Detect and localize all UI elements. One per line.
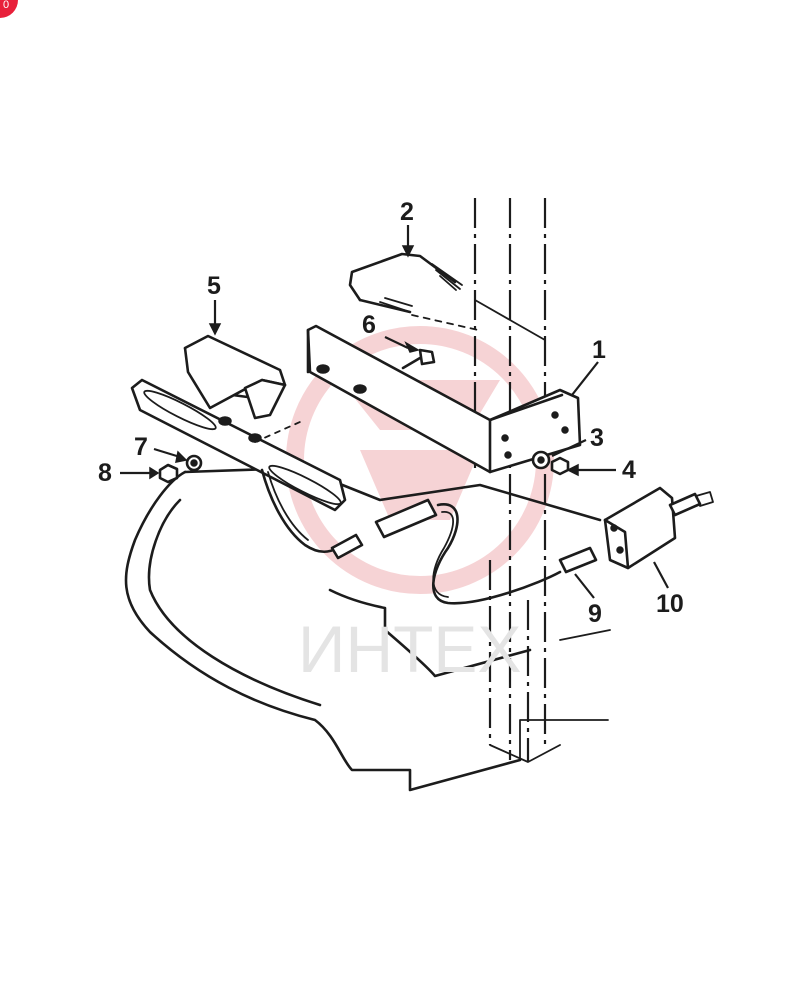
post-base (489, 744, 561, 763)
arrowhead-7 (175, 450, 188, 463)
callout-1: 1 (592, 336, 606, 364)
callout-labels: 1 2 3 4 5 6 7 8 9 10 (98, 198, 684, 628)
u-bolt-thread-lower (379, 297, 413, 313)
callout-leaders (120, 225, 669, 599)
body-side-line (559, 629, 611, 641)
bracket-hole-1 (501, 434, 509, 442)
post-top-edge (474, 299, 546, 341)
u-bolt-upper-leg (348, 252, 457, 302)
receptacle-face-edge (603, 518, 630, 570)
hex-nut (550, 456, 570, 476)
nut-8-body (158, 463, 179, 484)
bracket-hole-4 (561, 426, 569, 434)
bracket-slot-left (143, 389, 217, 431)
arrowhead-5 (208, 323, 222, 336)
receptacle-thread (695, 491, 714, 507)
wiring-harness (260, 468, 598, 605)
lockwasher (531, 450, 551, 470)
bracket-slot-1 (316, 364, 330, 374)
callout-4: 4 (622, 456, 636, 484)
callout-2: 2 (400, 198, 414, 226)
washer-7 (185, 454, 203, 472)
light-housing (130, 334, 347, 512)
fender-step (328, 588, 532, 678)
bracket-top-flange (488, 393, 564, 422)
bracket-slot-right (268, 464, 342, 506)
lockwasher-hole (537, 456, 545, 464)
arrowhead-8 (149, 466, 160, 480)
u-bolt-thread-upper (431, 263, 463, 291)
badge-circle (0, 0, 18, 18)
receptacle-pin-2 (616, 546, 624, 554)
leader-1 (571, 361, 599, 396)
watermark-text: ИНТЕХ (298, 612, 521, 686)
screw-head (418, 348, 436, 366)
hex-nut-body (550, 456, 570, 476)
license-bracket-plate (130, 378, 347, 512)
connector-plug-9 (558, 546, 598, 574)
cable-right-inner (432, 511, 455, 598)
u-bolt (348, 252, 479, 331)
connector-left (330, 533, 364, 560)
cable-right (432, 503, 562, 605)
u-bolt-guide (411, 314, 479, 331)
callout-7: 7 (134, 433, 148, 461)
corner-badge[interactable]: 0 (0, 0, 18, 18)
leader-3 (551, 439, 587, 457)
receptacle (603, 486, 714, 570)
body-bottom-edge (519, 719, 609, 761)
receptacle-pin-1 (610, 524, 618, 532)
callout-9: 9 (588, 600, 602, 628)
leader-6 (384, 336, 409, 349)
arrowhead-4 (566, 463, 579, 477)
bracket-hole-left (218, 416, 232, 426)
fender-inner-curve (147, 498, 322, 707)
fender-outline (124, 470, 522, 792)
bracket-plate (306, 324, 582, 474)
bracket-hole-2 (504, 451, 512, 459)
connector-body (374, 498, 438, 539)
callout-6: 6 (362, 311, 376, 339)
bracket-hole-3 (551, 411, 559, 419)
screw (401, 348, 436, 370)
callout-5: 5 (207, 272, 221, 300)
leader-10 (653, 561, 669, 589)
nut-8 (158, 463, 179, 484)
callout-3: 3 (590, 424, 604, 452)
receptacle-stem (668, 492, 702, 517)
leader-7 (153, 447, 181, 459)
washer-7-hole (190, 459, 198, 467)
arrowhead-2 (401, 245, 415, 258)
arrowhead-6 (404, 341, 420, 353)
leader-9 (574, 573, 595, 599)
callout-10: 10 (656, 590, 684, 618)
screw-shank (401, 356, 422, 370)
vertical-post (473, 198, 561, 763)
housing-side (243, 378, 287, 420)
mounting-bracket (306, 324, 582, 474)
badge-text: 0 (3, 0, 9, 11)
bolt-guide-line (254, 421, 301, 443)
cable-left-outer (260, 468, 340, 554)
bracket-slot-2 (353, 384, 367, 394)
callout-8: 8 (98, 459, 112, 487)
cable-left-inner (267, 471, 309, 541)
